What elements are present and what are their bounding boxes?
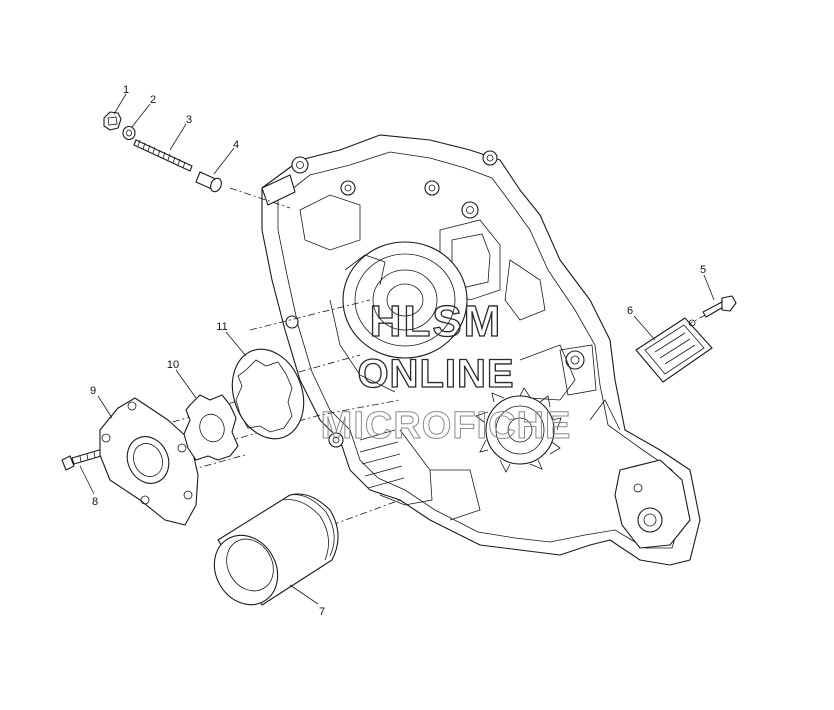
callout-7: 7 [319,606,325,618]
part-10-inner-rotor [183,394,239,461]
part-11-outer-rotor [231,348,305,440]
callout-1: 1 [123,84,129,96]
callout-4: 4 [233,139,239,151]
part-4-pin [195,171,222,193]
cooling-fins [359,429,481,521]
watermark: HLSM ONLINE MICROFICHE [320,296,572,447]
part-9-cover-plate [99,397,199,526]
callout-10: 10 [167,359,179,371]
callout-3: 3 [186,114,192,126]
part-2-washer [122,125,136,141]
part-3-spring [133,139,193,172]
callout-11: 11 [216,321,227,333]
watermark-line-2: ONLINE [357,352,514,396]
callout-6: 6 [627,305,633,317]
part-7-oil-filter [213,493,339,606]
callout-leaders [79,93,715,605]
crankcase-housing [261,134,701,566]
callout-labels: 1 2 3 4 5 6 7 8 9 10 11 [90,84,706,618]
part-5-bolt [702,295,737,318]
callout-2: 2 [150,94,156,106]
drive-sprocket [475,387,562,473]
callout-5: 5 [700,264,706,276]
watermark-line-1: HLSM [370,297,503,346]
part-1-plug [103,111,122,131]
part-6-screen [635,317,713,383]
callout-8: 8 [92,496,98,508]
callout-9: 9 [90,385,96,397]
watermark-line-3: MICROFICHE [321,405,572,447]
